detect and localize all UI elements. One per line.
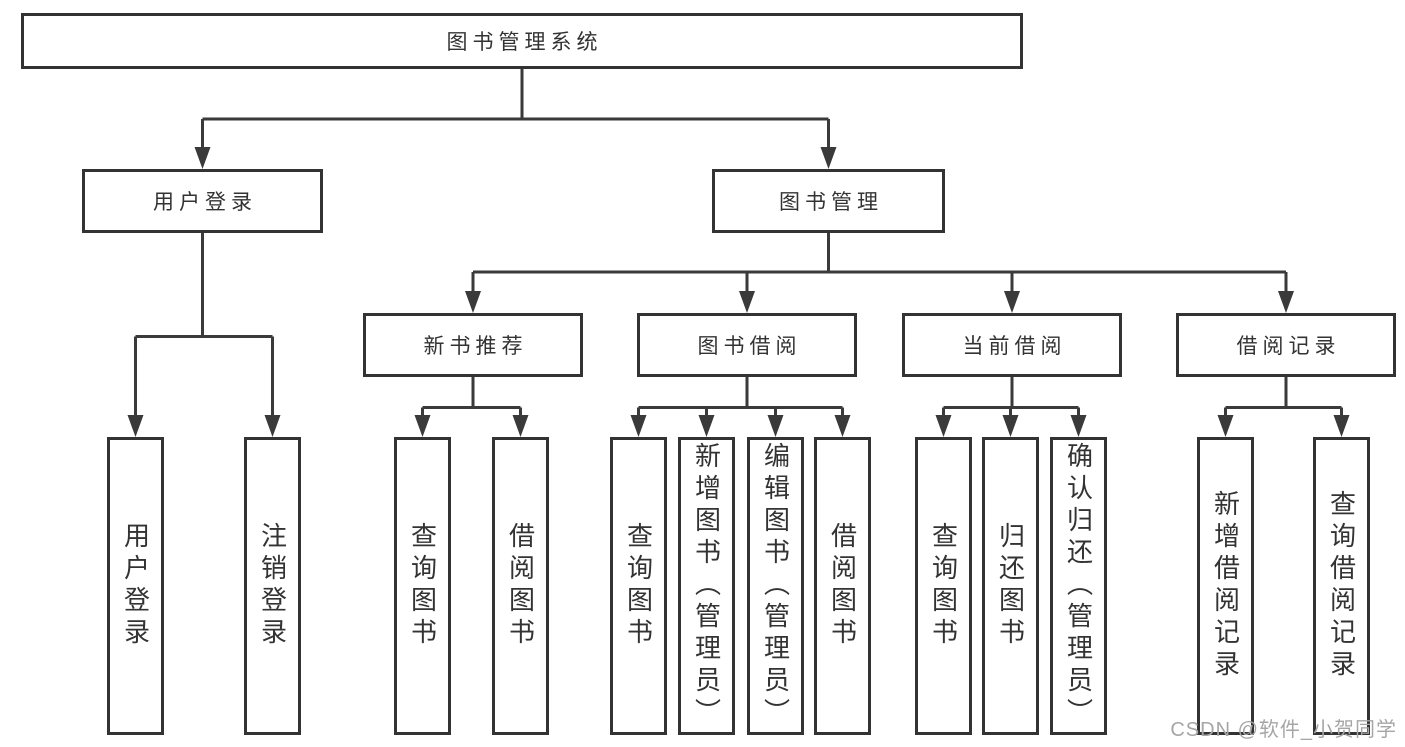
leaf-borrow-query-books-label: 查询图书	[623, 522, 654, 650]
leaf-user-login-label: 用户登录	[120, 522, 151, 650]
leaf-user-login: 用户登录	[107, 437, 164, 735]
leaf-current-query-books-label: 查询图书	[928, 522, 959, 650]
leaf-borrow-add-books-admin-label: 新增图书（管理员）	[691, 442, 722, 730]
leaf-logout: 注销登录	[244, 437, 301, 735]
node-user-login: 用户登录	[82, 169, 323, 233]
leaf-records-query-record: 查询借阅记录	[1313, 437, 1370, 735]
leaf-recommend-query-books: 查询图书	[394, 437, 451, 735]
leaf-borrow-edit-books-admin-label: 编辑图书（管理员）	[760, 442, 791, 730]
leaf-borrow-add-books-admin: 新增图书（管理员）	[678, 437, 735, 735]
node-book-borrow: 图书借阅	[637, 313, 857, 377]
leaf-current-return-books-label: 归还图书	[995, 522, 1026, 650]
leaf-borrow-borrow-books: 借阅图书	[814, 437, 871, 735]
node-new-book-recommend: 新书推荐	[363, 313, 583, 377]
leaf-borrow-query-books: 查询图书	[610, 437, 667, 735]
node-library-system: 图书管理系统	[21, 13, 1023, 69]
leaf-records-add-record-label: 新增借阅记录	[1210, 490, 1241, 682]
leaf-borrow-edit-books-admin: 编辑图书（管理员）	[747, 437, 804, 735]
leaf-current-confirm-return-admin-label: 确认归还（管理员）	[1063, 442, 1094, 730]
leaf-recommend-query-books-label: 查询图书	[407, 522, 438, 650]
leaf-records-add-record: 新增借阅记录	[1197, 437, 1254, 735]
node-current-borrow: 当前借阅	[902, 313, 1122, 377]
watermark: CSDN @软件_小贺同学	[1170, 719, 1397, 741]
arrowheads	[127, 147, 1350, 437]
node-book-management: 图书管理	[712, 169, 945, 233]
leaf-current-confirm-return-admin: 确认归还（管理员）	[1050, 437, 1107, 735]
leaf-current-return-books: 归还图书	[982, 437, 1039, 735]
leaf-recommend-borrow-books: 借阅图书	[492, 437, 549, 735]
leaf-logout-label: 注销登录	[257, 522, 288, 650]
leaf-current-query-books: 查询图书	[915, 437, 972, 735]
node-borrow-records: 借阅记录	[1176, 313, 1396, 377]
leaf-recommend-borrow-books-label: 借阅图书	[505, 522, 536, 650]
leaf-borrow-borrow-books-label: 借阅图书	[827, 522, 858, 650]
leaf-records-query-record-label: 查询借阅记录	[1326, 490, 1357, 682]
